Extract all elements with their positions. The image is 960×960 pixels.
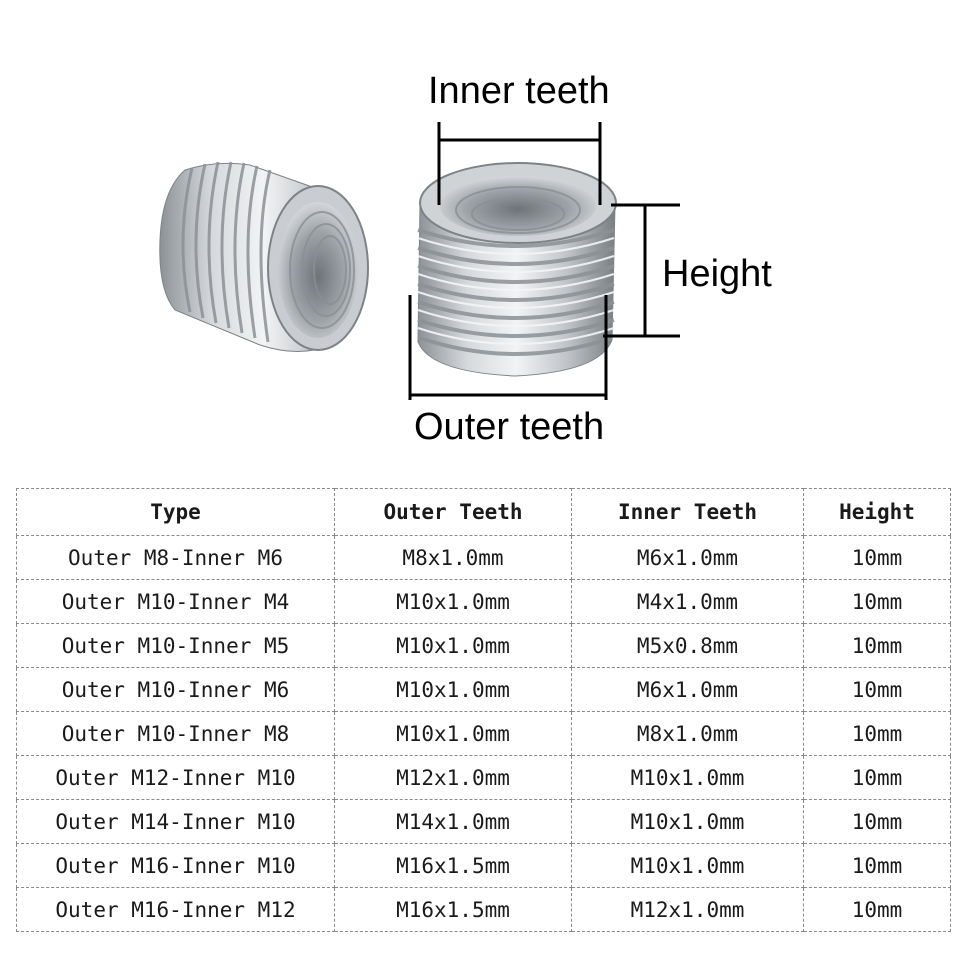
table-row: Outer M10-Inner M6 M10x1.0mm M6x1.0mm 10… — [16, 667, 951, 712]
cell-type: Outer M12-Inner M10 — [16, 755, 335, 800]
thread-insert-angled-view — [417, 162, 617, 377]
cell-outer-teeth: M10x1.0mm — [334, 711, 572, 756]
header-height: Height — [803, 488, 951, 536]
table-row: Outer M14-Inner M10 M14x1.0mm M10x1.0mm … — [16, 799, 951, 844]
cell-type: Outer M10-Inner M8 — [16, 711, 335, 756]
thread-insert-side-view — [159, 161, 369, 352]
cell-outer-teeth: M10x1.0mm — [334, 623, 572, 668]
outer-teeth-label: Outer teeth — [414, 406, 605, 448]
cell-outer-teeth: M10x1.0mm — [334, 667, 572, 712]
inner-teeth-label: Inner teeth — [428, 70, 610, 112]
cell-height: 10mm — [803, 755, 951, 800]
cell-inner-teeth: M6x1.0mm — [571, 535, 804, 580]
cell-inner-teeth: M12x1.0mm — [571, 887, 804, 932]
cell-height: 10mm — [803, 799, 951, 844]
cell-inner-teeth: M10x1.0mm — [571, 799, 804, 844]
product-photo — [159, 122, 680, 400]
cell-inner-teeth: M4x1.0mm — [571, 579, 804, 624]
table-row: Outer M10-Inner M5 M10x1.0mm M5x0.8mm 10… — [16, 623, 951, 668]
cell-height: 10mm — [803, 887, 951, 932]
table-row: Outer M16-Inner M10 M16x1.5mm M10x1.0mm … — [16, 843, 951, 888]
height-label: Height — [662, 253, 772, 295]
cell-type: Outer M10-Inner M5 — [16, 623, 335, 668]
dimension-lines — [408, 122, 680, 400]
cell-outer-teeth: M16x1.5mm — [334, 843, 572, 888]
cell-height: 10mm — [803, 711, 951, 756]
cell-outer-teeth: M14x1.0mm — [334, 799, 572, 844]
cell-height: 10mm — [803, 667, 951, 712]
cell-type: Outer M16-Inner M12 — [16, 887, 335, 932]
header-inner-teeth: Inner Teeth — [571, 488, 804, 536]
table-row: Outer M16-Inner M12 M16x1.5mm M12x1.0mm … — [16, 887, 951, 932]
table-row: Outer M10-Inner M8 M10x1.0mm M8x1.0mm 10… — [16, 711, 951, 756]
table-row: Outer M10-Inner M4 M10x1.0mm M4x1.0mm 10… — [16, 579, 951, 624]
table-row: Outer M12-Inner M10 M12x1.0mm M10x1.0mm … — [16, 755, 951, 800]
table-row: Outer M8-Inner M6 M8x1.0mm M6x1.0mm 10mm — [16, 535, 951, 580]
cell-height: 10mm — [803, 579, 951, 624]
cell-inner-teeth: M8x1.0mm — [571, 711, 804, 756]
header-outer-teeth: Outer Teeth — [334, 488, 572, 536]
cell-type: Outer M16-Inner M10 — [16, 843, 335, 888]
header-type: Type — [16, 488, 335, 536]
cell-type: Outer M10-Inner M4 — [16, 579, 335, 624]
cell-outer-teeth: M8x1.0mm — [334, 535, 572, 580]
cell-inner-teeth: M5x0.8mm — [571, 623, 804, 668]
spec-table: Type Outer Teeth Inner Teeth Height Oute… — [16, 488, 951, 932]
cell-type: Outer M14-Inner M10 — [16, 799, 335, 844]
cell-outer-teeth: M12x1.0mm — [334, 755, 572, 800]
cell-inner-teeth: M10x1.0mm — [571, 843, 804, 888]
cell-outer-teeth: M10x1.0mm — [334, 579, 572, 624]
cell-type: Outer M10-Inner M6 — [16, 667, 335, 712]
cell-type: Outer M8-Inner M6 — [16, 535, 335, 580]
table-header-row: Type Outer Teeth Inner Teeth Height — [16, 488, 951, 536]
cell-inner-teeth: M10x1.0mm — [571, 755, 804, 800]
cell-outer-teeth: M16x1.5mm — [334, 887, 572, 932]
cell-height: 10mm — [803, 623, 951, 668]
cell-inner-teeth: M6x1.0mm — [571, 667, 804, 712]
cell-height: 10mm — [803, 843, 951, 888]
spec-table-container: Type Outer Teeth Inner Teeth Height Oute… — [16, 488, 951, 932]
cell-height: 10mm — [803, 535, 951, 580]
